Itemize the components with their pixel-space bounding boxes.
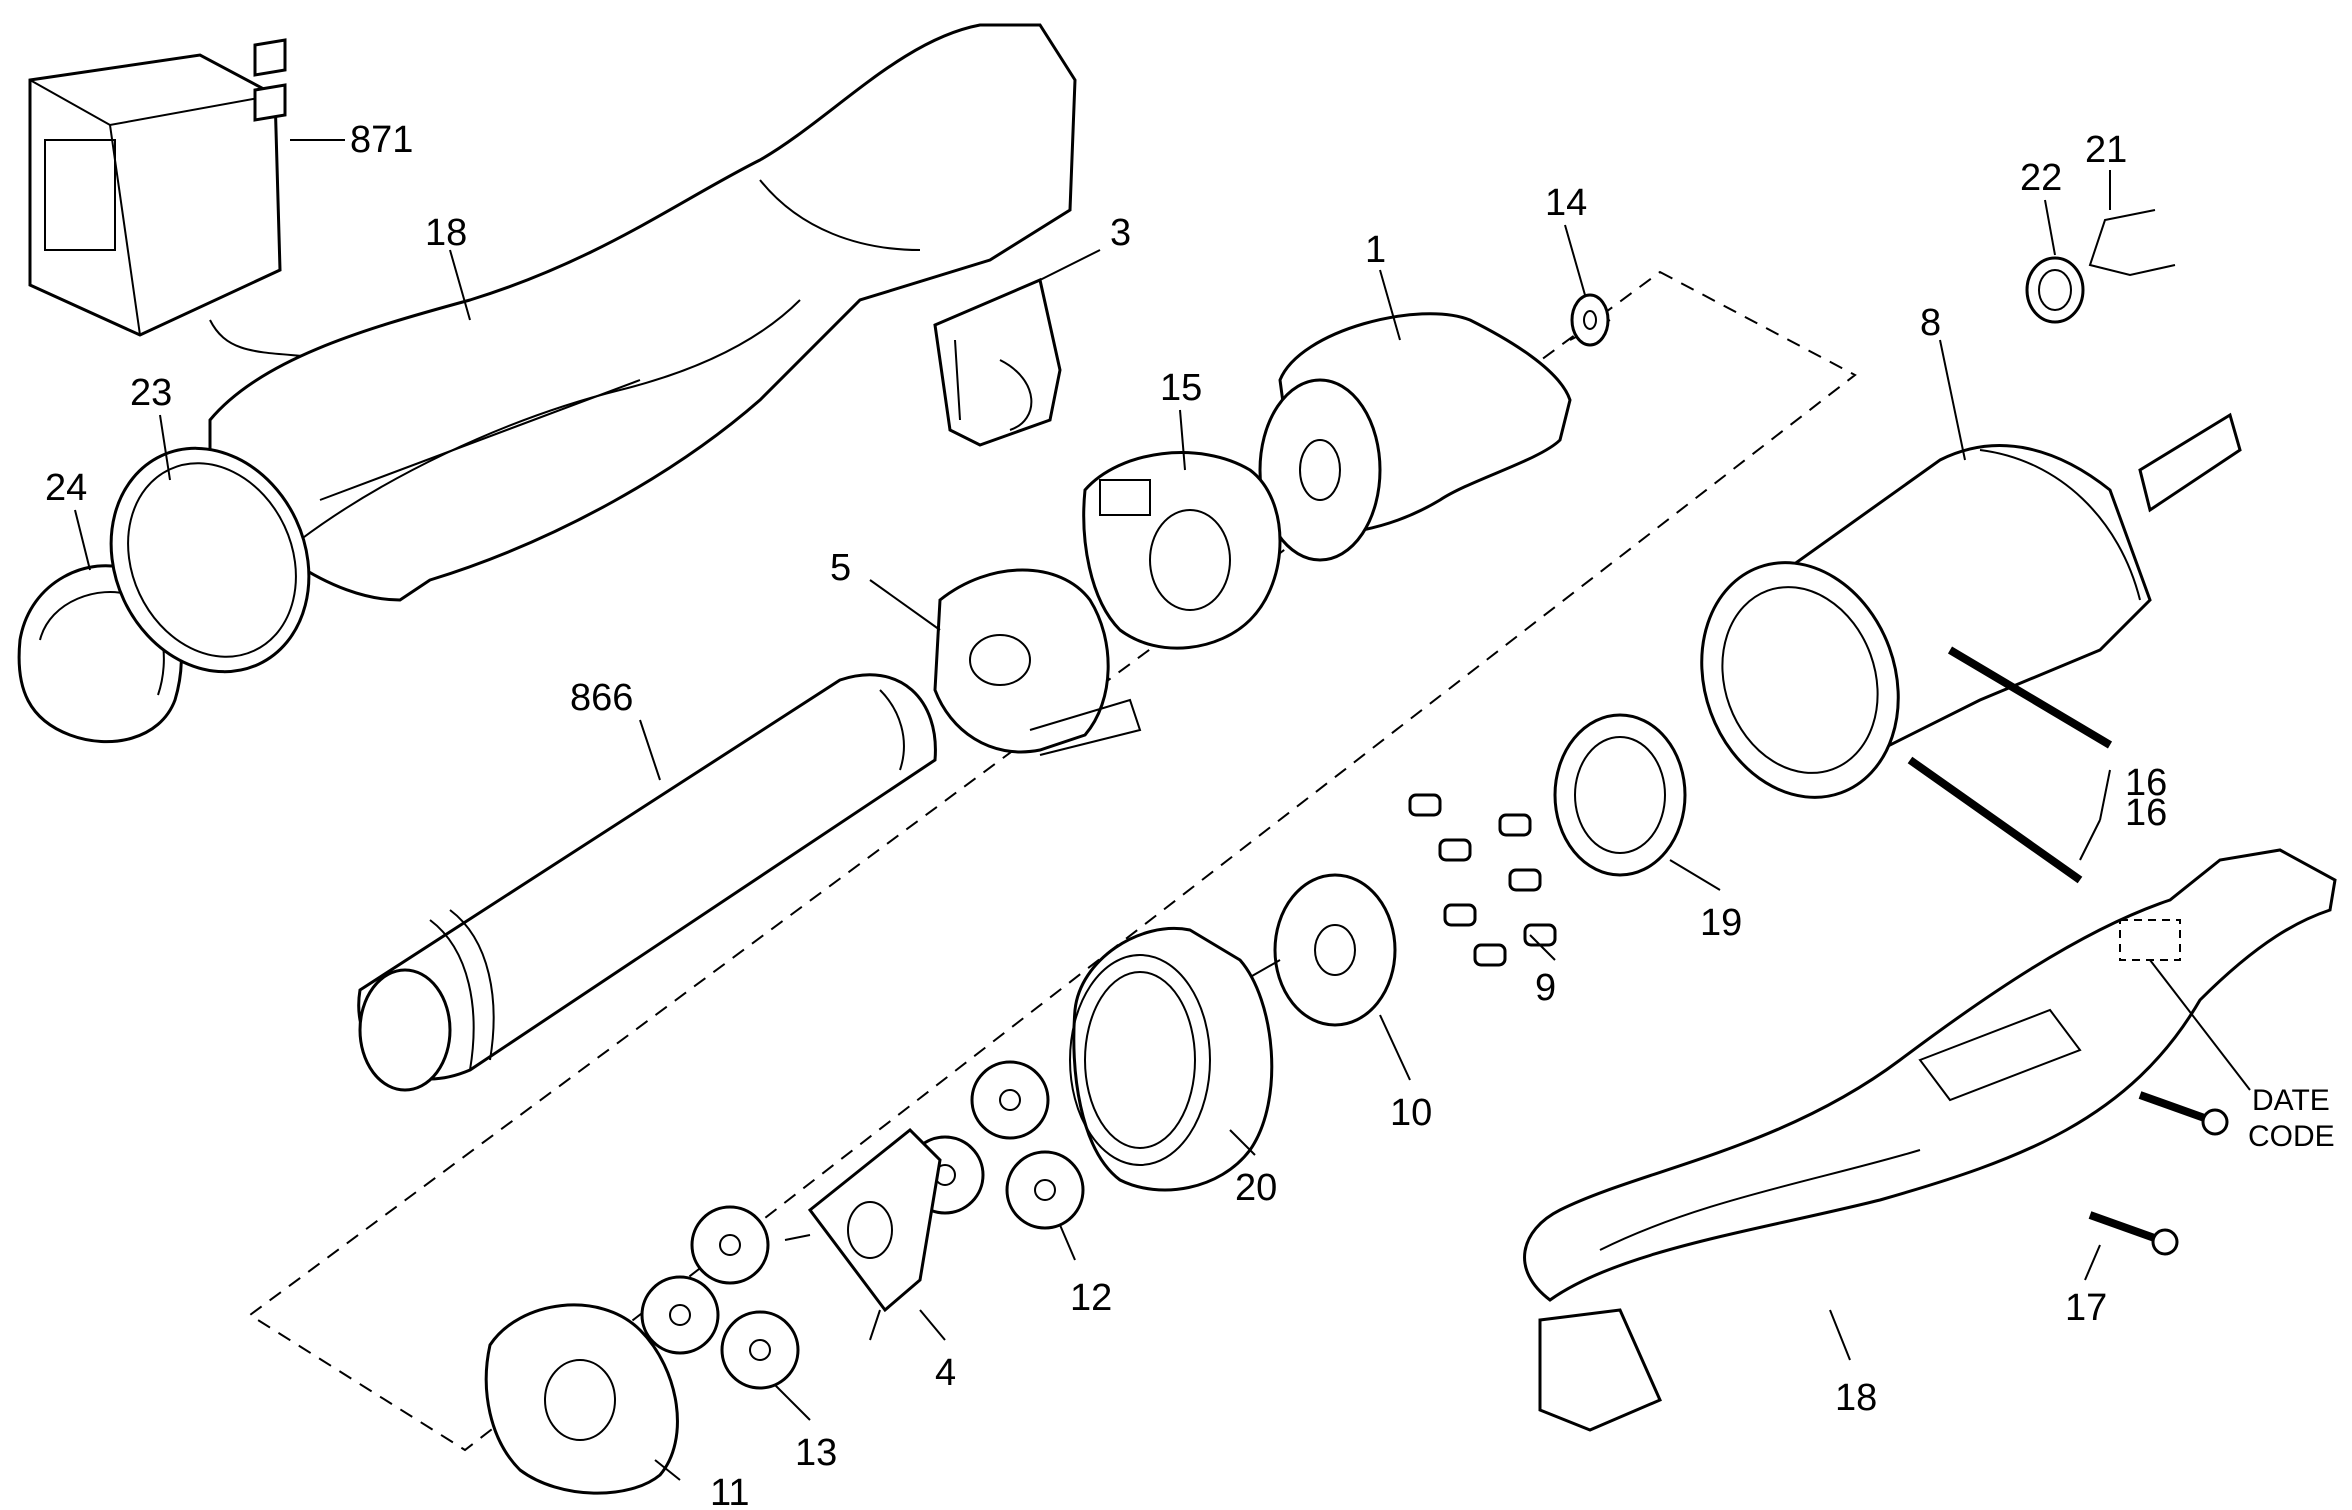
rollers-9 — [1408, 793, 1557, 967]
planet-carrier-4 — [784, 1127, 942, 1341]
brush-holder-15 — [1082, 451, 1282, 650]
label-15: 15 — [1160, 367, 1202, 409]
label-date-code-line2: CODE — [2248, 1120, 2335, 1153]
label-23: 23 — [130, 372, 172, 414]
label-20: 20 — [1235, 1167, 1277, 1209]
pinion-gear-14 — [1570, 293, 1610, 347]
label-4: 4 — [935, 1352, 956, 1394]
label-12: 12 — [1070, 1277, 1112, 1319]
label-18-top: 18 — [425, 212, 467, 254]
leader-lines — [74, 139, 2251, 1481]
spindle-lock-ring-19 — [1553, 713, 1687, 877]
washer-plate-11 — [484, 1303, 679, 1495]
label-date-code-line1: DATE — [2252, 1084, 2330, 1117]
label-871: 871 — [350, 119, 413, 161]
spring-clip-21 — [2088, 209, 2176, 277]
charger-871 — [28, 38, 341, 361]
label-1: 1 — [1365, 229, 1386, 271]
planet-gears-13 — [640, 1205, 800, 1390]
label-9: 9 — [1535, 967, 1556, 1009]
roll-pin-16-b — [1907, 756, 2083, 884]
switch-plate-5 — [933, 568, 1142, 756]
ring-gear-20 — [1069, 927, 1274, 1192]
motor-1 — [1258, 312, 1611, 562]
o-ring-23 — [109, 446, 311, 674]
battery-866 — [357, 673, 937, 1092]
label-18-bottom: 18 — [1835, 1377, 1877, 1419]
housing-half-top-18 — [199, 23, 1077, 641]
label-3: 3 — [1110, 212, 1131, 254]
label-16-b: 16 — [2125, 792, 2167, 834]
label-11: 11 — [710, 1472, 749, 1510]
assembly-dashed-outline — [248, 270, 1857, 1452]
housing-half-bottom-18 — [1523, 848, 2337, 1432]
label-24: 24 — [45, 467, 87, 509]
screw-17 — [2088, 1211, 2179, 1256]
label-21: 21 — [2085, 129, 2127, 171]
label-22: 22 — [2020, 157, 2062, 199]
label-8: 8 — [1920, 302, 1941, 344]
label-19: 19 — [1700, 902, 1742, 944]
switch-bracket-3 — [933, 277, 1062, 447]
label-17: 17 — [2065, 1287, 2107, 1329]
label-5: 5 — [830, 547, 851, 589]
label-10: 10 — [1390, 1092, 1432, 1134]
spindle-carrier-10 — [1244, 873, 1397, 1027]
label-866: 866 — [570, 677, 633, 719]
roll-pin-16-a — [1947, 646, 2113, 749]
screw-upper — [2138, 1091, 2229, 1136]
label-14: 14 — [1545, 182, 1587, 224]
spindle-housing-8 — [1700, 412, 2242, 799]
label-16-a: 16 — [2125, 762, 2167, 804]
washer-22 — [2025, 256, 2085, 324]
label-13: 13 — [795, 1432, 837, 1474]
